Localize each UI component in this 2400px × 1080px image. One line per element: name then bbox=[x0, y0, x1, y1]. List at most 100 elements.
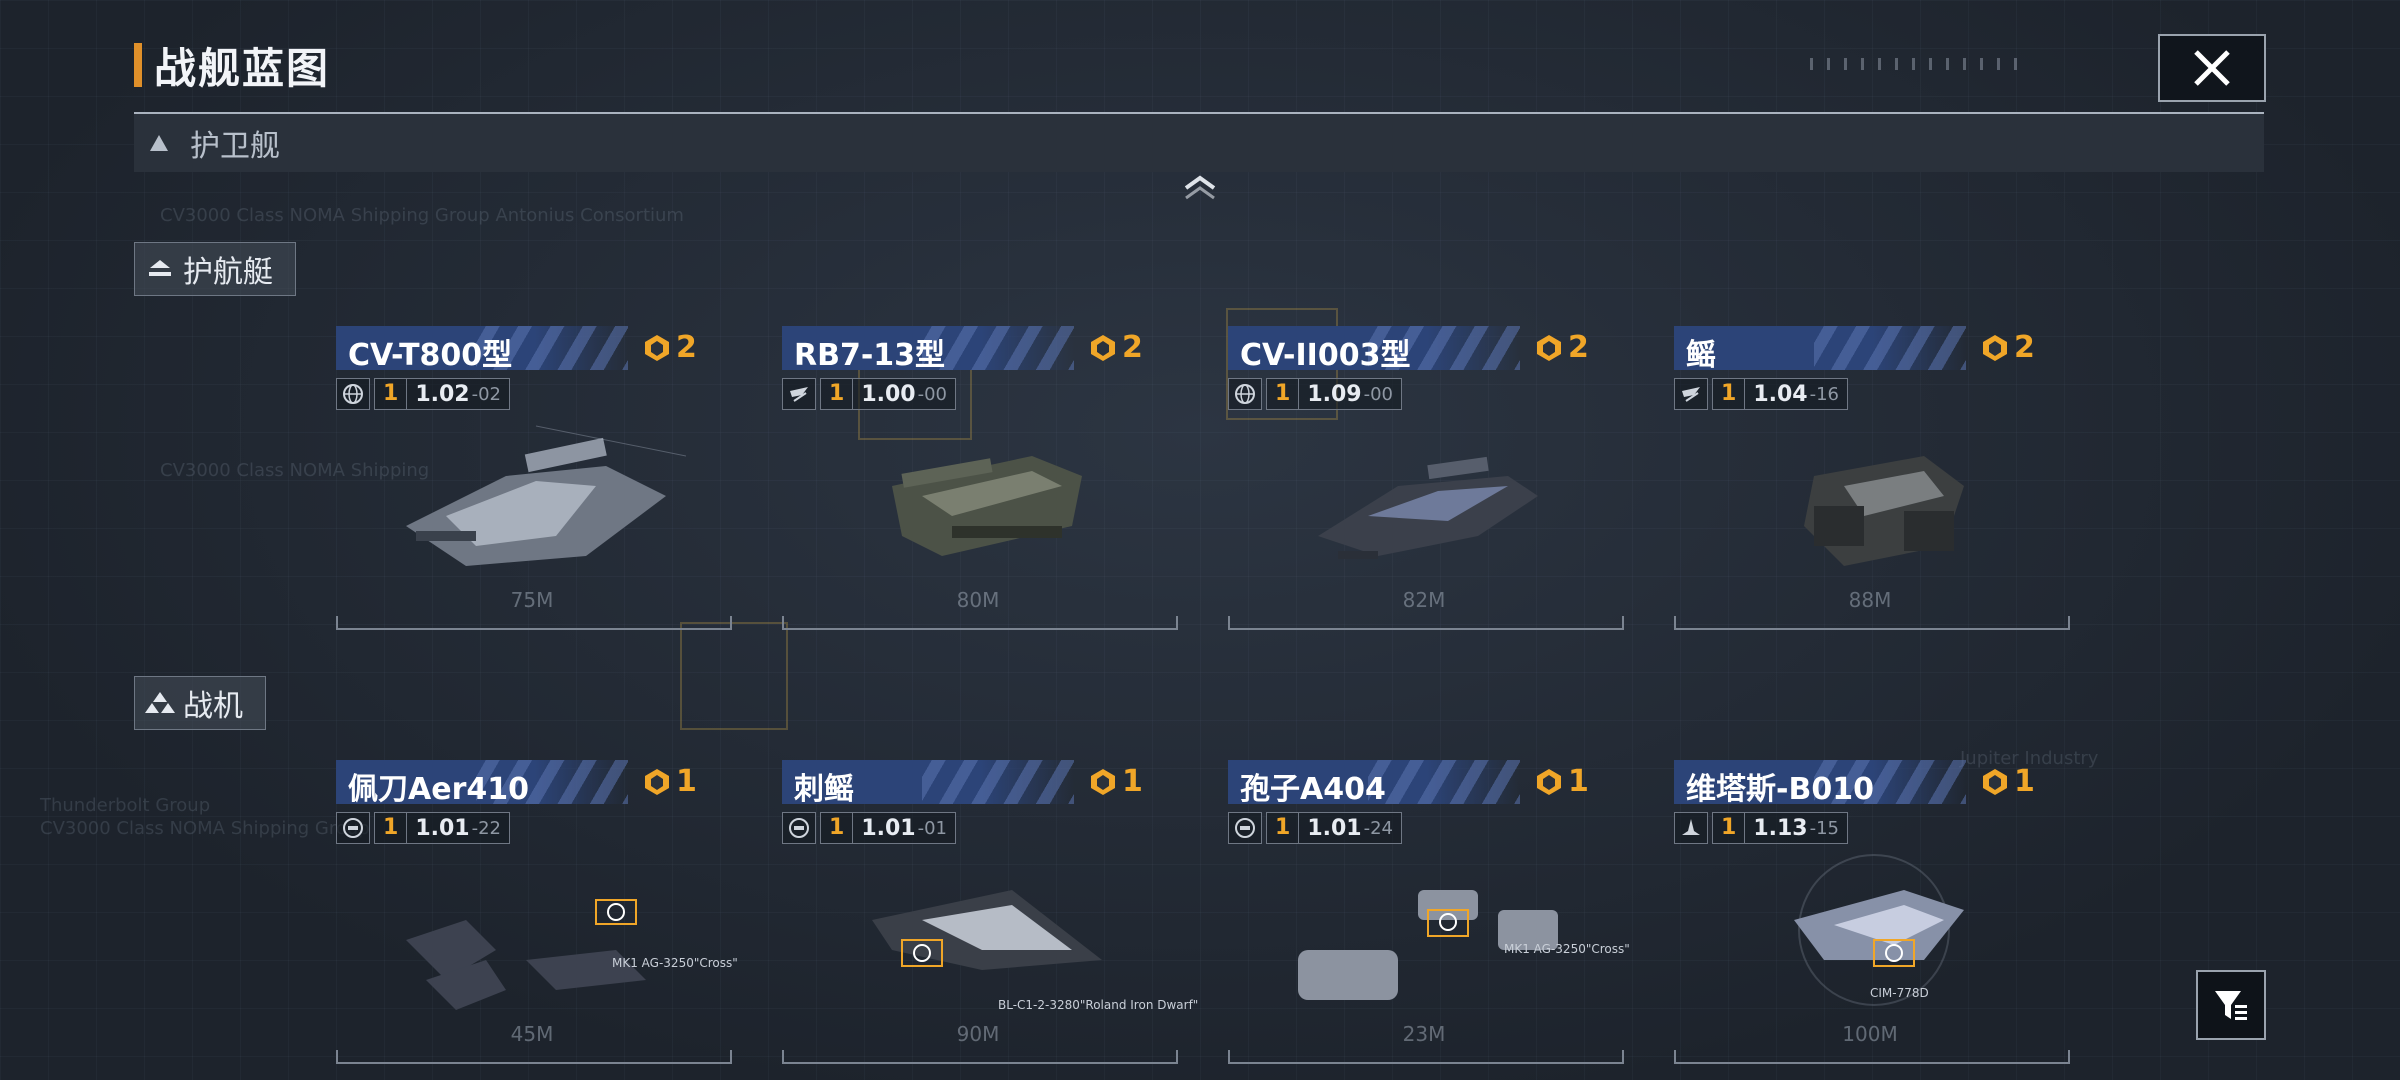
bg-watermark: Jupiter Industry bbox=[1960, 748, 2099, 769]
cost-icon bbox=[1983, 768, 2007, 795]
collapse-chevron-icon[interactable] bbox=[1182, 172, 1218, 202]
weapon-label: MK1 AG-3250"Cross" bbox=[612, 956, 738, 970]
cost-icon bbox=[1537, 334, 1561, 361]
faction-icon bbox=[782, 378, 816, 410]
close-icon bbox=[2194, 50, 2230, 86]
cost-icon bbox=[1983, 334, 2007, 361]
bg-square bbox=[680, 622, 788, 730]
ruler bbox=[1228, 616, 1624, 630]
ship-name: 刺鳐 bbox=[794, 772, 854, 804]
globe-icon bbox=[336, 378, 370, 410]
card-title: 佩刀Aer410 bbox=[336, 760, 628, 804]
globe-icon bbox=[1228, 378, 1262, 410]
bg-watermark: CV3000 Class NOMA Shipping Group bbox=[40, 818, 370, 839]
ruler bbox=[782, 1050, 1178, 1064]
ship-image bbox=[1318, 456, 1538, 559]
jet-icon bbox=[1674, 812, 1708, 844]
header-ticks bbox=[1810, 58, 2017, 70]
ship-image bbox=[1804, 456, 1964, 566]
filter-button[interactable] bbox=[2196, 970, 2266, 1040]
ruler bbox=[336, 1050, 732, 1064]
cost: 2 bbox=[1980, 330, 2035, 365]
card-title: 维塔斯-B010 bbox=[1674, 760, 1966, 804]
cost-icon bbox=[645, 768, 669, 795]
ship-name: 佩刀Aer410 bbox=[348, 772, 529, 804]
ship-image bbox=[1794, 854, 1964, 1006]
cost-icon bbox=[1091, 334, 1115, 361]
section-label: 战机 bbox=[183, 689, 243, 724]
engine-icon bbox=[1228, 812, 1262, 844]
close-button[interactable] bbox=[2158, 34, 2266, 102]
ruler bbox=[1674, 616, 2070, 630]
ship-length: 80M bbox=[956, 588, 1000, 612]
title-text: 战舰蓝图 bbox=[154, 43, 331, 93]
weapon-label: BL-C1-2-3280"Roland Iron Dwarf" bbox=[998, 998, 1199, 1012]
cost: 1 bbox=[1534, 764, 1589, 799]
card-title: 孢子A404 bbox=[1228, 760, 1520, 804]
fighter-icon bbox=[145, 692, 175, 713]
bg-watermark: CV3000 Class NOMA Shipping Group Antoniu… bbox=[160, 205, 684, 226]
bg-watermark: CV3000 Class NOMA Shipping bbox=[160, 460, 430, 481]
cost: 1 bbox=[1980, 764, 2035, 799]
ship-name: RB7-13型 bbox=[794, 338, 946, 370]
ship-image bbox=[406, 899, 646, 1010]
ship-name: 维塔斯-B010 bbox=[1686, 772, 1874, 804]
category-dropdown[interactable]: 护卫舰 bbox=[134, 114, 2264, 172]
ship-length: 23M bbox=[1402, 1022, 1446, 1046]
section-tag-escort: 护航艇 bbox=[134, 242, 296, 296]
card-title: 鳐 bbox=[1674, 326, 1966, 370]
cost: 2 bbox=[1088, 330, 1143, 365]
ship-image bbox=[1298, 890, 1558, 1000]
cost: 1 bbox=[642, 764, 697, 799]
ship-name: 鳐 bbox=[1686, 338, 1716, 370]
weapon-label: MK1 AG-3250"Cross" bbox=[1504, 942, 1630, 956]
ship-length: 88M bbox=[1848, 588, 1892, 612]
ship-name: 孢子A404 bbox=[1240, 772, 1386, 804]
ruler bbox=[782, 616, 1178, 630]
weapon-label: CIM-778D bbox=[1870, 986, 1929, 1000]
card-title: 刺鳐 bbox=[782, 760, 1074, 804]
engine-icon bbox=[782, 812, 816, 844]
ship-name: CV-II003型 bbox=[1240, 338, 1411, 370]
engine-icon bbox=[336, 812, 370, 844]
card-title: RB7-13型 bbox=[782, 326, 1074, 370]
cost: 2 bbox=[642, 330, 697, 365]
triangle-up-icon bbox=[150, 135, 168, 151]
faction-icon bbox=[1674, 378, 1708, 410]
ship-length: 45M bbox=[510, 1022, 554, 1046]
cost-icon bbox=[1537, 768, 1561, 795]
ship-length: 75M bbox=[510, 588, 554, 612]
ship-image bbox=[872, 890, 1102, 970]
card-title: CV-II003型 bbox=[1228, 326, 1520, 370]
ruler bbox=[1674, 1050, 2070, 1064]
ship-length: 100M bbox=[1842, 1022, 1898, 1046]
title-accent bbox=[134, 43, 142, 87]
escort-icon bbox=[149, 260, 171, 276]
cost-icon bbox=[645, 334, 669, 361]
ruler bbox=[336, 616, 732, 630]
section-tag-fighter: 战机 bbox=[134, 676, 266, 730]
cost: 1 bbox=[1088, 764, 1143, 799]
filter-icon bbox=[2215, 991, 2247, 1020]
cost-icon bbox=[1091, 768, 1115, 795]
ship-length: 90M bbox=[956, 1022, 1000, 1046]
category-label: 护卫舰 bbox=[190, 129, 280, 164]
cost: 2 bbox=[1534, 330, 1589, 365]
header-divider bbox=[134, 112, 2264, 114]
